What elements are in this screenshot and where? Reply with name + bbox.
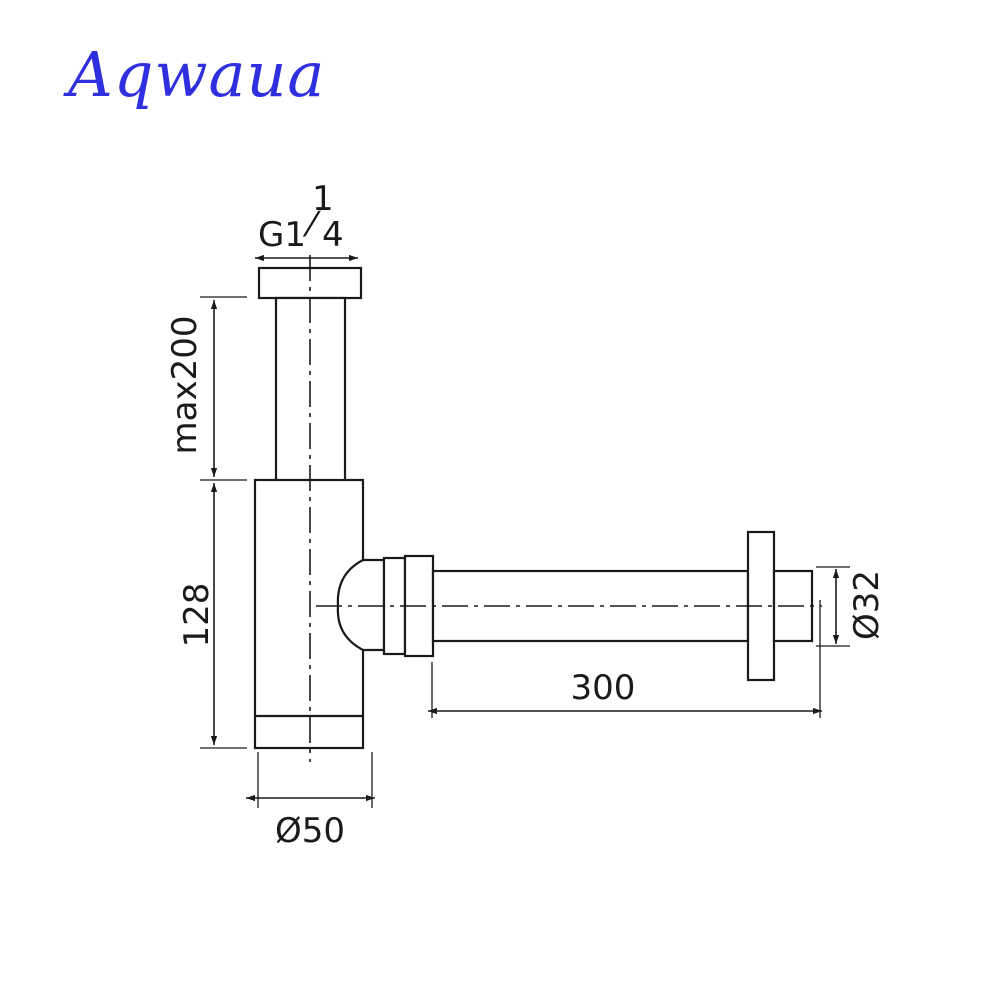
outlet-elbow: [336, 558, 386, 652]
body-diameter-label: Ø50: [275, 811, 345, 851]
brand-logo: Aqwaua: [68, 38, 326, 111]
thread-label-numerator: 1: [312, 179, 334, 219]
tailpiece-height-label: max200: [165, 316, 205, 455]
center-lines: [309, 255, 822, 762]
body-height-label: 128: [177, 583, 217, 648]
outlet-length-label: 300: [571, 668, 636, 708]
trap-parts: [253, 266, 814, 750]
thread-label-denominator: 4: [322, 215, 344, 255]
dimension-lines: [210, 254, 840, 802]
dimension-labels: G1 1 ⁄ 4 max200 128 300 Ø32 Ø50: [165, 179, 887, 851]
thread-label-main: G1: [258, 215, 306, 255]
outlet-diameter-label: Ø32: [847, 570, 887, 640]
